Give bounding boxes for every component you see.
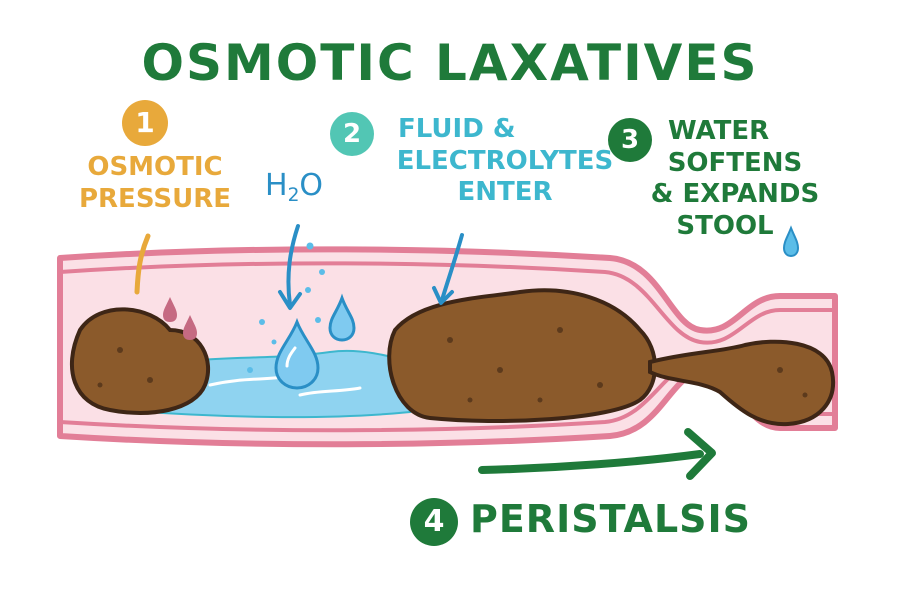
step-3-label: WATER SOFTENS & EXPANDS STOOL bbox=[640, 116, 830, 243]
stool-right bbox=[648, 339, 836, 427]
step-3-line1: WATER bbox=[668, 116, 770, 146]
stool-left bbox=[70, 307, 211, 415]
water-drop-icon bbox=[274, 317, 320, 390]
h2o-label: H2O bbox=[265, 168, 324, 206]
stool-texture bbox=[97, 327, 808, 403]
water-bubbles bbox=[247, 242, 325, 373]
water-drop-icon bbox=[782, 225, 800, 258]
water-drop-icon-pink bbox=[163, 297, 197, 340]
step-1-line2: PRESSURE bbox=[78, 183, 231, 214]
step-2-badge: 2 bbox=[330, 112, 374, 156]
peristalsis-arrow-head bbox=[684, 428, 716, 480]
arrow-icon bbox=[134, 233, 151, 295]
step-1-line1: OSMOTIC bbox=[87, 152, 223, 182]
peristalsis-arrow bbox=[478, 450, 704, 474]
stool-middle bbox=[387, 288, 657, 423]
page-title: OSMOTIC LAXATIVES bbox=[141, 34, 759, 92]
step-2-line3: ENTER bbox=[457, 177, 553, 208]
step-2-line1: FLUID & bbox=[398, 114, 516, 144]
step-1-label: OSMOTIC PRESSURE bbox=[75, 152, 235, 215]
intestine-wall-upper bbox=[59, 261, 835, 345]
step-3-line2: SOFTENS bbox=[667, 147, 803, 178]
arrow-head bbox=[432, 286, 454, 305]
step-4-label: PERISTALSIS bbox=[470, 497, 752, 541]
arrow-icon bbox=[286, 224, 300, 307]
step-3-line3: & EXPANDS bbox=[650, 179, 820, 210]
water-drop-icon bbox=[328, 293, 356, 342]
arrow-head bbox=[278, 290, 302, 310]
arrow-icon bbox=[440, 233, 464, 302]
step-3-badge: 3 bbox=[608, 118, 652, 162]
step-2-label: FLUID & ELECTROLYTES ENTER bbox=[380, 114, 630, 209]
step-4-badge: 4 bbox=[410, 498, 458, 546]
step-1-badge: 1 bbox=[122, 100, 168, 146]
step-3-line4: STOOL bbox=[676, 211, 774, 242]
step-2-line2: ELECTROLYTES bbox=[396, 145, 614, 176]
